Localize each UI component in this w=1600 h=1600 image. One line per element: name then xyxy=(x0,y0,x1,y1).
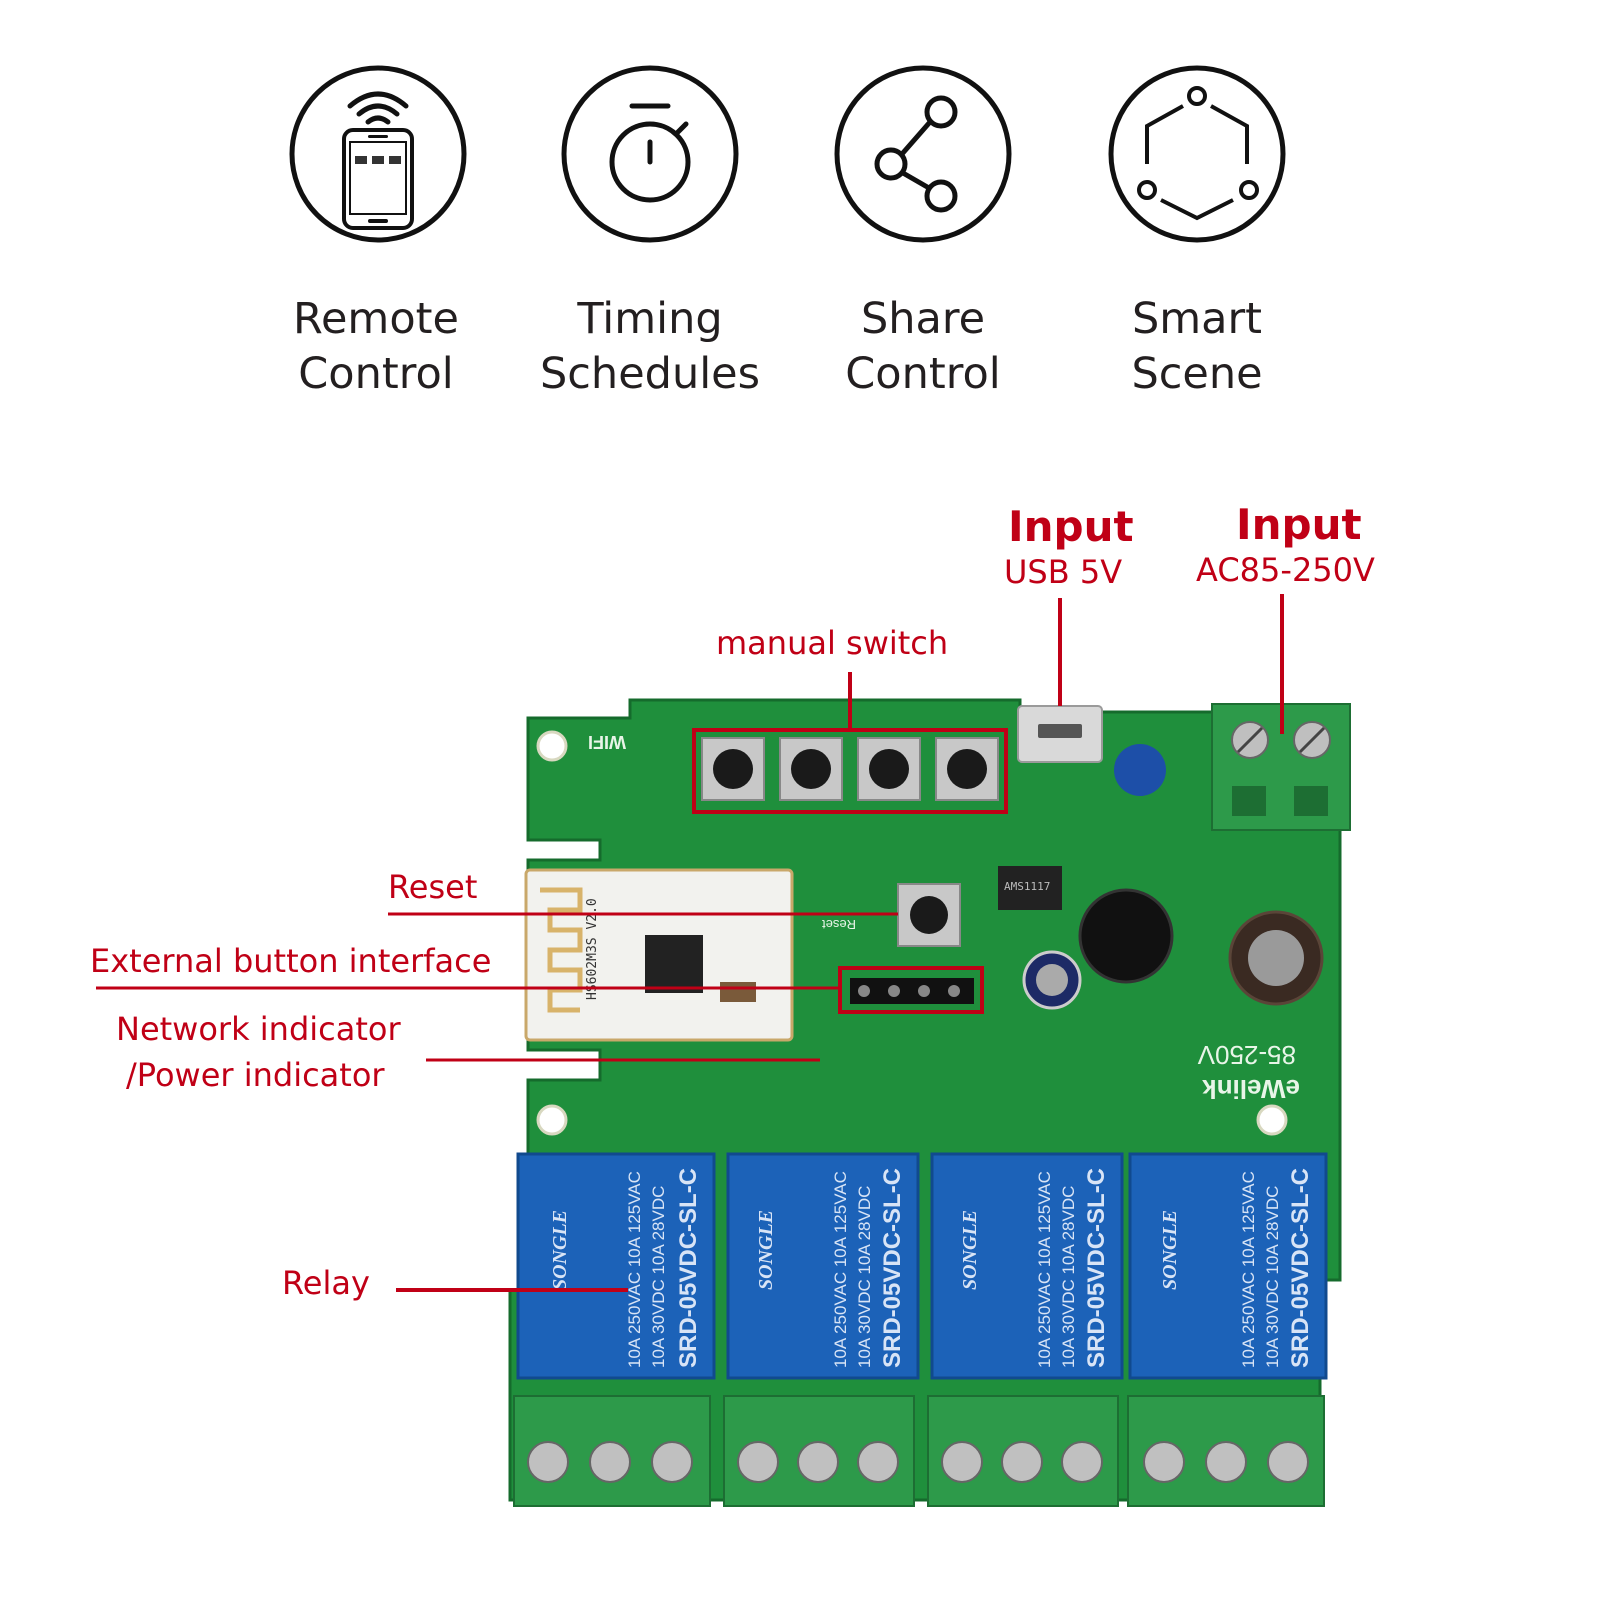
reset-label: Reset xyxy=(388,868,478,906)
share-icon xyxy=(834,65,1012,243)
relay-4: SRD-05VDC-SL-C 10A 250VAC 10A 125VAC 10A… xyxy=(1128,1152,1328,1380)
relay-rating-label: 10A 30VDC 10A 28VDC xyxy=(1059,1186,1078,1368)
mounting-hole xyxy=(536,1104,568,1136)
relay-3: SRD-05VDC-SL-C 10A 250VAC 10A 125VAC 10A… xyxy=(930,1152,1124,1380)
relay-rating-label: 10A 250VAC 10A 125VAC xyxy=(1035,1171,1054,1368)
regulator-label: AMS1117 xyxy=(1004,880,1050,893)
relay-label: Relay xyxy=(282,1264,370,1302)
mounting-hole xyxy=(1256,1104,1288,1136)
relay-model-label: SRD-05VDC-SL-C xyxy=(1287,1168,1314,1368)
reset-button-part xyxy=(897,883,961,947)
silkscreen-model: 85-250V xyxy=(1197,1040,1296,1070)
network-indicator-label-2: /Power indicator xyxy=(126,1056,385,1094)
feature-label-share-control: Share Control xyxy=(845,294,1001,399)
network-indicator-label-1: Network indicator xyxy=(116,1010,401,1048)
mounting-hole xyxy=(536,730,568,762)
silkscreen-brand: eWelink xyxy=(1202,1074,1300,1104)
feature-label-timing-schedules: Timing Schedules xyxy=(540,294,760,399)
silkscreen-reset: Reset xyxy=(822,917,856,932)
inductor xyxy=(1078,888,1174,984)
relay-rating-label: 10A 30VDC 10A 28VDC xyxy=(1263,1186,1282,1368)
scene-nodes-icon xyxy=(1108,65,1286,243)
relay-brand-label: SONGLE xyxy=(1159,1210,1181,1290)
relay-rating-label: 10A 250VAC 10A 125VAC xyxy=(625,1171,644,1368)
relay-brand-label: SONGLE xyxy=(755,1210,777,1290)
relay-model-label: SRD-05VDC-SL-C xyxy=(879,1168,906,1368)
relay-1: SRD-05VDC-SL-C 10A 250VAC 10A 125VAC 10A… xyxy=(516,1152,716,1380)
wifi-chip xyxy=(645,935,703,993)
relay-2: SRD-05VDC-SL-C 10A 250VAC 10A 125VAC 10A… xyxy=(726,1152,920,1380)
relay-model-label: SRD-05VDC-SL-C xyxy=(675,1168,702,1368)
ac-input-subtitle: AC85-250V xyxy=(1196,551,1375,589)
relay-rating-label: 10A 250VAC 10A 125VAC xyxy=(1239,1171,1258,1368)
smartphone-wifi-icon xyxy=(289,65,467,243)
module-label: HS602M3S V2.0 xyxy=(585,898,600,1000)
external-button-label: External button interface xyxy=(90,942,492,980)
relay-brand-label: SONGLE xyxy=(959,1210,981,1290)
feature-label-smart-scene: Smart Scene xyxy=(1131,294,1263,399)
usb-input-title: Input xyxy=(1008,502,1134,551)
blue-capacitor xyxy=(1114,744,1166,796)
feature-label-remote-control: Remote Control xyxy=(293,294,459,399)
relay-rating-label: 10A 30VDC 10A 28VDC xyxy=(649,1186,668,1368)
output-terminals xyxy=(513,1395,1325,1507)
relay-model-label: SRD-05VDC-SL-C xyxy=(1083,1168,1110,1368)
manual-switch-label: manual switch xyxy=(716,624,949,662)
voltage-regulator xyxy=(998,866,1062,910)
relay-brand-label: SONGLE xyxy=(549,1210,571,1290)
silkscreen-wifi: WIFI xyxy=(588,732,626,752)
relay-rating-label: 10A 250VAC 10A 125VAC xyxy=(831,1171,850,1368)
stopwatch-icon xyxy=(561,65,739,243)
ac-input-title: Input xyxy=(1236,500,1362,549)
usb-input-subtitle: USB 5V xyxy=(1004,553,1123,591)
relay-rating-label: 10A 30VDC 10A 28VDC xyxy=(855,1186,874,1368)
